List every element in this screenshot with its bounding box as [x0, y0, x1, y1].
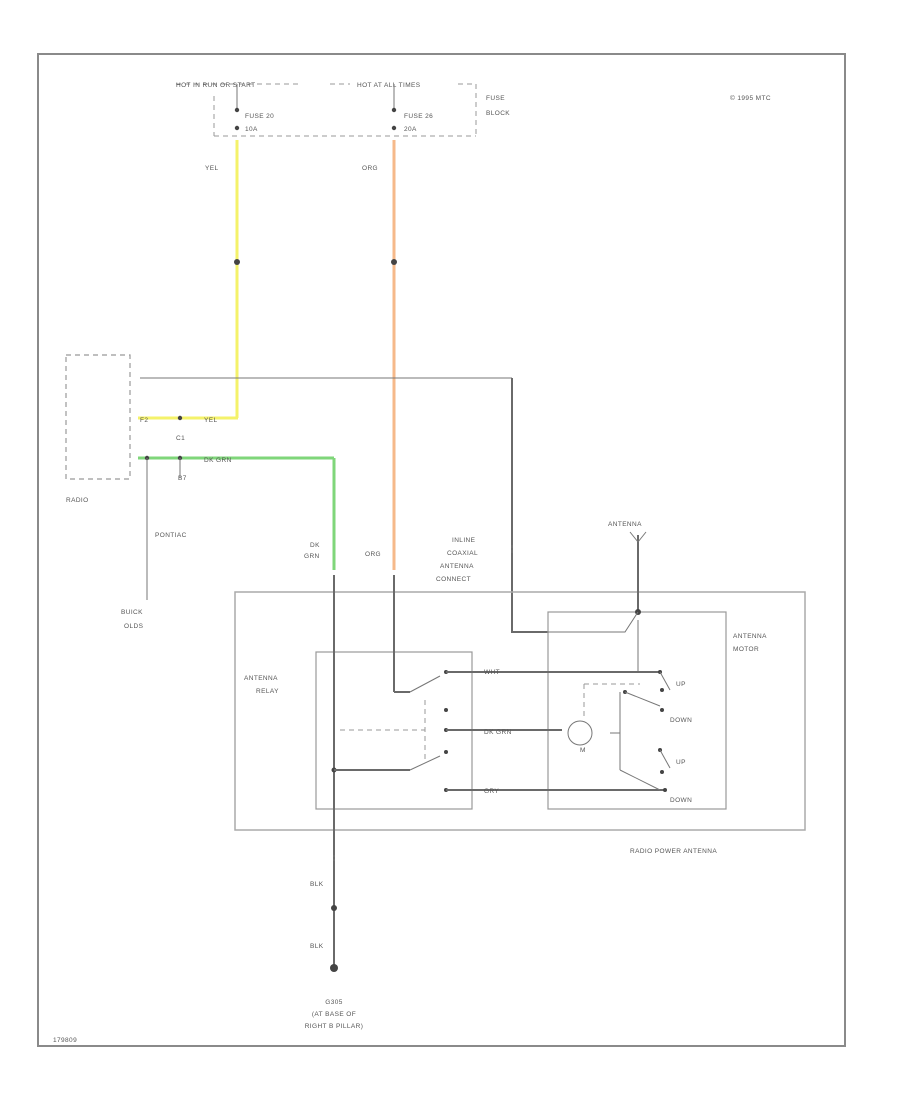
fuse-20-label: FUSE 20	[245, 113, 274, 120]
antenna-label: ANTENNA	[608, 521, 642, 528]
ground-label-1: G305	[325, 999, 343, 1006]
fuse-block-label-2: BLOCK	[486, 110, 510, 117]
ground-wire: BLK BLK	[310, 855, 338, 972]
radio-label: RADIO	[66, 497, 89, 504]
gry-label: GRY	[484, 788, 499, 795]
ground-label-3: RIGHT B PILLAR)	[305, 1023, 364, 1030]
blk-label-1: BLK	[310, 881, 324, 888]
pin-f2: F2	[140, 417, 148, 424]
coax-label-3: ANTENNA	[440, 563, 474, 570]
ground-label-2: (AT BASE OF	[312, 1011, 356, 1018]
figure-id: 179809	[53, 1037, 77, 1044]
power-antenna-assembly	[234, 591, 806, 831]
hot-all-times-label: HOT AT ALL TIMES	[357, 82, 421, 89]
coax-label-4: CONNECT	[436, 576, 471, 583]
fuse-20-amps: 10A	[245, 126, 258, 133]
dk-grn-stack-1: DK	[310, 542, 320, 549]
pin-b7: B7	[178, 475, 187, 482]
relay-label-2: RELAY	[256, 688, 279, 695]
fuse-26-amps: 20A	[404, 126, 417, 133]
motor-label-2: MOTOR	[733, 646, 759, 653]
blk-label-2: BLK	[310, 943, 324, 950]
antenna-icon	[629, 531, 647, 615]
wht-label: WHT	[484, 669, 500, 676]
dk-grn-label-radio: DK GRN	[204, 457, 232, 464]
fuse-block: HOT IN RUN OR START HOT AT ALL TIMES FUS…	[176, 82, 510, 137]
relay-label-1: ANTENNA	[244, 675, 278, 682]
hot-run-start-label: HOT IN RUN OR START	[176, 82, 255, 89]
up-label-1: UP	[676, 681, 686, 688]
coax-label-2: COAXIAL	[447, 550, 478, 557]
org-label-top: ORG	[362, 165, 378, 172]
dk-grn-stack-2: GRN	[304, 553, 320, 560]
fuse-block-label-1: FUSE	[486, 95, 505, 102]
dk-grn-wire: DK GRN DK GRN	[138, 455, 336, 570]
yel-label-radio: YEL	[204, 417, 218, 424]
diagram-frame	[37, 53, 846, 1047]
down-label-2: DOWN	[670, 797, 692, 804]
down-label-1: DOWN	[670, 717, 692, 724]
up-label-2: UP	[676, 759, 686, 766]
assembly-label: RADIO POWER ANTENNA	[630, 848, 717, 855]
org-label-bottom: ORG	[365, 551, 381, 558]
antenna-motor-box	[547, 611, 727, 810]
copyright-label: © 1995 MTC	[730, 94, 771, 102]
coax-label-1: INLINE	[452, 537, 476, 544]
yel-wire: YEL YEL	[138, 140, 240, 424]
yel-label-top: YEL	[205, 165, 219, 172]
motor-limit-switches: UP DOWN UP DOWN	[583, 670, 692, 804]
pin-c1: C1	[176, 435, 185, 442]
org-wire: ORG ORG	[362, 140, 397, 570]
fuse-26-label: FUSE 26	[404, 113, 433, 120]
radio-unit: RADIO F2 C1 B7 PONTIAC BUICK OLDS	[65, 354, 187, 630]
motor-m-label: M	[580, 747, 586, 754]
pontiac-label: PONTIAC	[155, 532, 187, 539]
dk-grn-label-inner: DK GRN	[484, 729, 512, 736]
buick-olds-label-2: OLDS	[124, 623, 144, 630]
motor-label-1: ANTENNA	[733, 633, 767, 640]
buick-olds-label-1: BUICK	[121, 609, 143, 616]
motor-icon	[567, 720, 593, 746]
